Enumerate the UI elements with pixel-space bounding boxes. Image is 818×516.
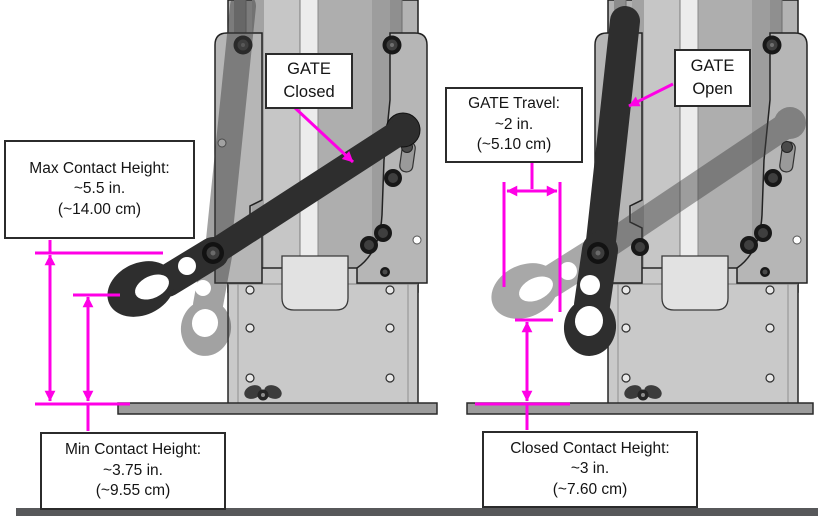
chassis-screws-left	[245, 285, 395, 383]
plate-left	[214, 32, 428, 284]
label-line: GATE	[287, 59, 331, 78]
gate-arm-open-right	[563, 6, 649, 356]
label-line: ~5.5 in.	[73, 180, 126, 198]
ground-plate-right	[466, 402, 814, 415]
label-closed-contact-height: Closed Contact Height: ~3 in. (~7.60 cm)	[482, 431, 698, 508]
pivot-bolt-right	[587, 242, 609, 264]
label-line: ~3.75 in.	[103, 461, 163, 479]
bottom-divider-bar	[16, 508, 818, 516]
gate-open-arrow	[628, 82, 674, 108]
chassis-screws-right	[621, 285, 775, 383]
label-min-contact-height: Min Contact Height: ~3.75 in. (~9.55 cm)	[40, 432, 226, 510]
chassis-left	[227, 255, 419, 406]
dimensions-right	[475, 82, 674, 430]
ground-plate-left	[117, 402, 438, 415]
label-line: Min Contact Height:	[64, 441, 202, 459]
label-line: ~3 in.	[570, 460, 610, 478]
wing-nut-left	[244, 385, 282, 401]
roller-right	[779, 141, 796, 173]
label-line: Closed	[283, 83, 335, 101]
chassis-tab-left	[281, 255, 349, 311]
label-gate-open: GATE Open	[674, 49, 751, 107]
label-line: (~9.55 cm)	[95, 482, 171, 500]
label-line: GATE	[690, 56, 735, 75]
label-gate-closed: GATE Closed	[265, 53, 353, 109]
pivot-bolt-left	[202, 242, 224, 264]
plate-details-left	[217, 35, 422, 277]
wing-nut-right	[624, 385, 662, 401]
label-line: Open	[692, 80, 733, 98]
gate-closed-arrow	[292, 105, 355, 164]
gate-arm-closed-left	[107, 112, 421, 317]
label-line: Max Contact Height:	[29, 159, 170, 177]
chassis-tab-right	[661, 255, 729, 311]
figure-gate-open	[466, 0, 814, 430]
label-line: (~5.10 cm)	[476, 136, 552, 154]
chassis-right	[607, 255, 799, 406]
label-line: GATE Travel:	[468, 95, 560, 113]
label-line: Closed Contact Height:	[510, 439, 670, 457]
label-line: ~2 in.	[494, 115, 534, 133]
gate-arm-open-ghost-left	[180, 0, 256, 356]
dimensions-left	[35, 105, 355, 431]
label-max-contact-height: Max Contact Height: ~5.5 in. (~14.00 cm)	[4, 140, 195, 239]
label-line: (~7.60 cm)	[552, 480, 628, 498]
label-gate-travel: GATE Travel: ~2 in. (~5.10 cm)	[445, 87, 583, 163]
label-line: (~14.00 cm)	[57, 200, 142, 218]
